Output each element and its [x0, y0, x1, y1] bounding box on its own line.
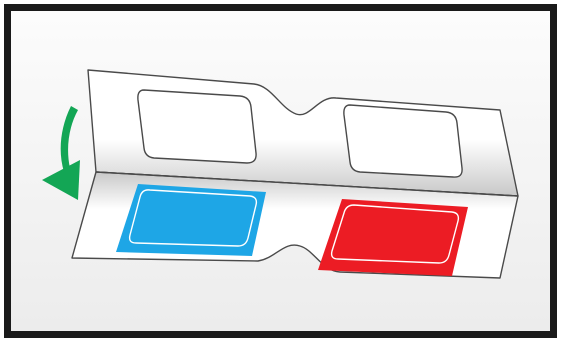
left-eye-opening: [138, 90, 256, 163]
right-eye-opening: [344, 105, 462, 177]
red-lens: [318, 199, 468, 276]
